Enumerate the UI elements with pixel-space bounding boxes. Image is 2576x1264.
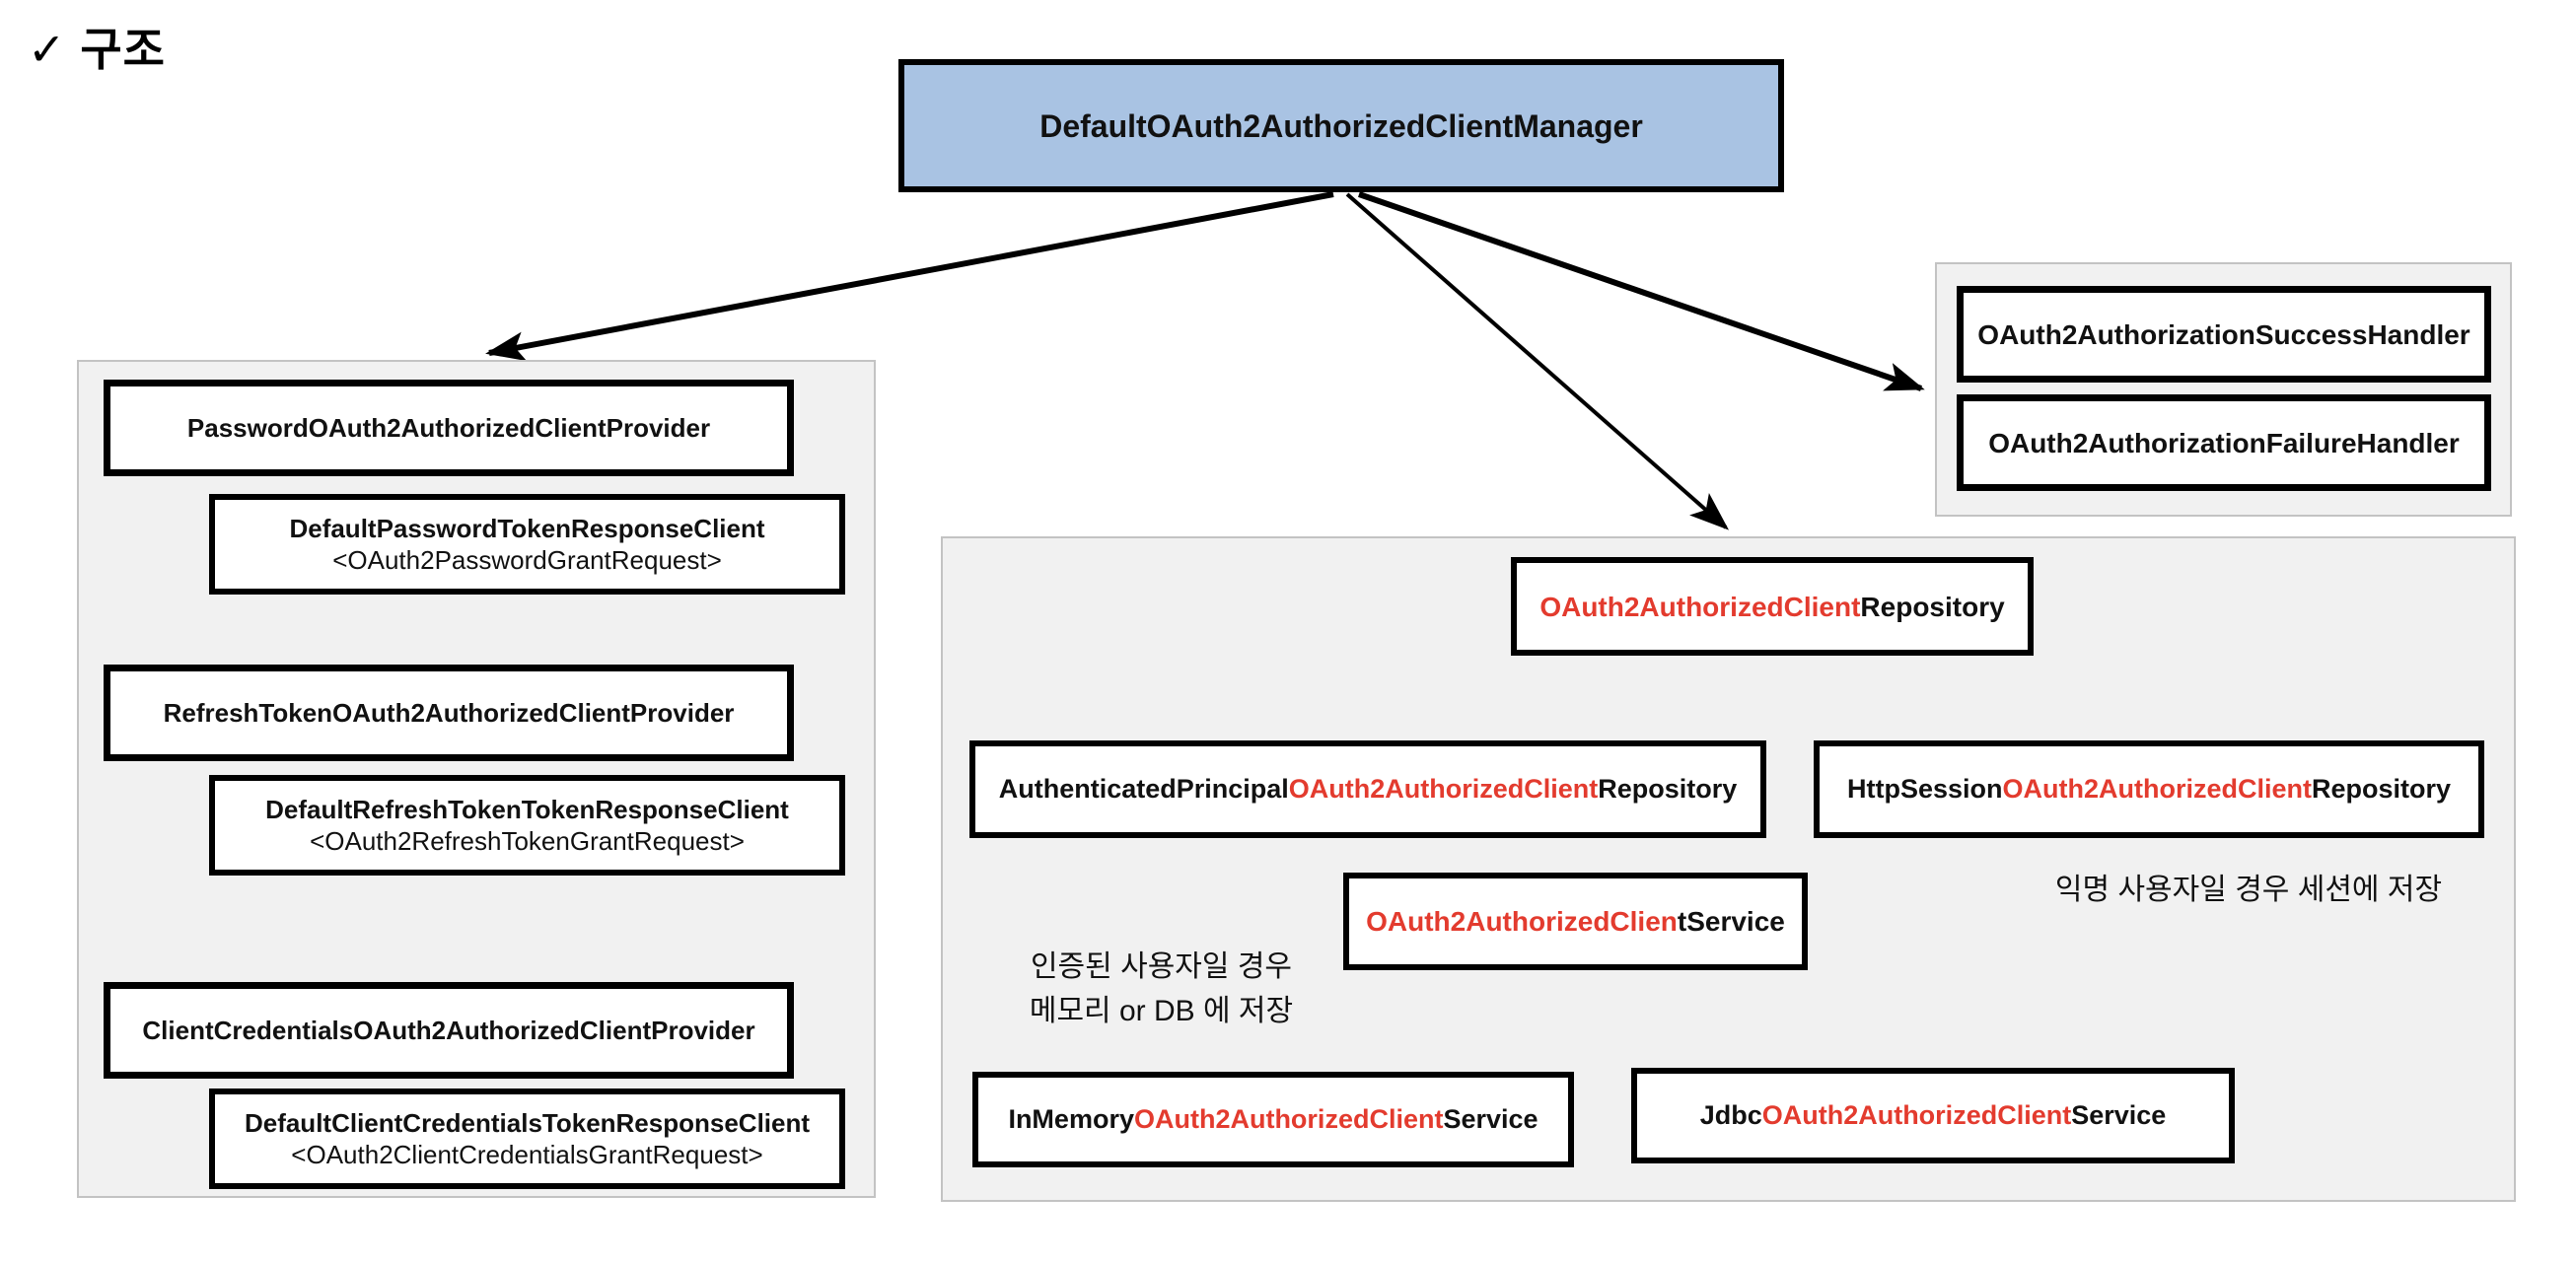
clientcredentials-token-client-generic: <OAuth2ClientCredentialsGrantRequest> bbox=[291, 1140, 763, 1169]
clientcredentials-token-client-box: DefaultClientCredentialsTokenResponseCli… bbox=[209, 1088, 845, 1189]
in-memory-service-box: InMemoryOAuth2AuthorizedClientService bbox=[972, 1072, 1574, 1167]
in-memory-service-label: InMemoryOAuth2AuthorizedClientService bbox=[1008, 1103, 1538, 1134]
note-authenticated-user-line2: 메모리 or DB 에 저장 bbox=[1029, 995, 1294, 1027]
authenticated-principal-repository-box: AuthenticatedPrincipalOAuth2AuthorizedCl… bbox=[969, 740, 1766, 838]
clientcredentials-provider-label: ClientCredentialsOAuth2AuthorizedClientP… bbox=[142, 1015, 755, 1045]
refreshtoken-provider-label: RefreshTokenOAuth2AuthorizedClientProvid… bbox=[163, 697, 735, 728]
arrow-root-to-providers bbox=[485, 191, 1334, 362]
password-provider-label: PasswordOAuth2AuthorizedClientProvider bbox=[186, 412, 711, 443]
jdbc-service-box: JdbcOAuth2AuthorizedClientService bbox=[1631, 1068, 2235, 1163]
password-provider-box: PasswordOAuth2AuthorizedClientProvider bbox=[104, 380, 794, 476]
authorized-client-service-box: OAuth2AuthorizedClientService bbox=[1343, 873, 1808, 970]
page-title: ✓ 구조 bbox=[28, 24, 166, 75]
authorized-client-repository-box: OAuth2AuthorizedClientRepository bbox=[1511, 557, 2034, 656]
note-authenticated-user-line1: 인증된 사용자일 경우 bbox=[1030, 950, 1293, 983]
refreshtoken-token-client-box: DefaultRefreshTokenTokenResponseClient <… bbox=[209, 775, 845, 876]
clientcredentials-token-client-label: DefaultClientCredentialsTokenResponseCli… bbox=[244, 1107, 811, 1138]
authorized-client-service-label: OAuth2AuthorizedClientService bbox=[1366, 906, 1785, 937]
success-handler-box: OAuth2AuthorizationSuccessHandler bbox=[1957, 286, 2491, 383]
http-session-repository-box: HttpSessionOAuth2AuthorizedClientReposit… bbox=[1814, 740, 2484, 838]
refreshtoken-token-client-generic: <OAuth2RefreshTokenGrantRequest> bbox=[310, 826, 745, 856]
password-token-client-generic: <OAuth2PasswordGrantRequest> bbox=[332, 545, 722, 575]
note-authenticated-user: 인증된 사용자일 경우 메모리 or DB 에 저장 bbox=[991, 945, 1331, 1033]
jdbc-service-label: JdbcOAuth2AuthorizedClientService bbox=[1699, 1099, 2167, 1130]
arrow-root-to-handlers bbox=[1358, 191, 1925, 391]
refreshtoken-provider-box: RefreshTokenOAuth2AuthorizedClientProvid… bbox=[104, 665, 794, 761]
root-class-label: DefaultOAuth2AuthorizedClientManager bbox=[1039, 107, 1643, 144]
arrow-root-to-storage bbox=[1345, 192, 1730, 530]
note-anonymous-user: 익명 사용자일 경우 세션에 저장 bbox=[2054, 874, 2443, 906]
success-handler-label: OAuth2AuthorizationSuccessHandler bbox=[1977, 318, 2470, 350]
root-class-box: DefaultOAuth2AuthorizedClientManager bbox=[898, 59, 1784, 192]
http-session-repository-label: HttpSessionOAuth2AuthorizedClientReposit… bbox=[1846, 773, 2452, 804]
refreshtoken-token-client-label: DefaultRefreshTokenTokenResponseClient bbox=[265, 794, 789, 824]
password-token-client-label: DefaultPasswordTokenResponseClient bbox=[289, 513, 765, 543]
password-token-client-box: DefaultPasswordTokenResponseClient <OAut… bbox=[209, 494, 845, 595]
authenticated-principal-repository-label: AuthenticatedPrincipalOAuth2AuthorizedCl… bbox=[998, 773, 1738, 804]
clientcredentials-provider-box: ClientCredentialsOAuth2AuthorizedClientP… bbox=[104, 982, 794, 1079]
failure-handler-label: OAuth2AuthorizationFailureHandler bbox=[1988, 427, 2460, 458]
authorized-client-repository-label: OAuth2AuthorizedClientRepository bbox=[1539, 591, 2005, 622]
failure-handler-box: OAuth2AuthorizationFailureHandler bbox=[1957, 394, 2491, 491]
